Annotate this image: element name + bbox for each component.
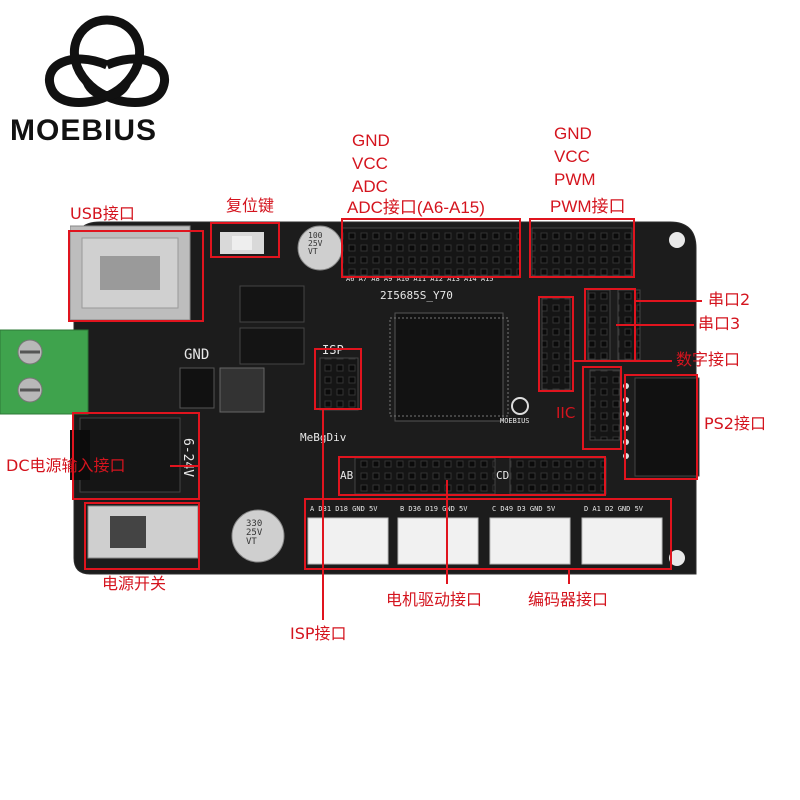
label-adc-port: ADC接口(A6-A15) (347, 198, 485, 217)
label-power-switch: 电源开关 (102, 574, 167, 593)
silk-motor-b: B D36 D19 GND 5V (400, 505, 468, 513)
label-iic: IIC (556, 404, 576, 422)
silk-motor-a: A D31 D18 GND 5V (310, 505, 378, 513)
silk-cd: CD (496, 469, 510, 482)
dc-box (72, 412, 200, 500)
silk-ab: AB (340, 469, 354, 482)
silk-cap1: 100 25V VT (308, 231, 323, 256)
silk-gnd: GND (184, 347, 210, 363)
silk-adc-pins: A6 A7 A8 A9 A10 A11 A12 A13 A14 A15 (346, 275, 494, 283)
line-serial3 (616, 324, 694, 326)
label-ps2: PS2接口 (704, 414, 766, 433)
isp-box (314, 348, 362, 410)
silk-chip-text: 2I5685S_Y70 (380, 289, 453, 302)
usb-box (68, 230, 204, 322)
silk-motor-d: D A1 D2 GND 5V (584, 505, 644, 513)
label-pwm-port: PWM接口 (550, 197, 626, 216)
silk-isp: ISP (322, 343, 344, 357)
silk-moebius: MOEBIUS (500, 417, 530, 425)
motor-box (304, 498, 672, 570)
label-dc-input: DC电源输入接口 (6, 456, 126, 475)
power-switch-box (84, 502, 200, 570)
reset-box (210, 222, 280, 258)
label-motor-drive: 电机驱动接口 (386, 590, 483, 609)
brand-logo: MOEBIUS (10, 10, 188, 150)
label-reset: 复位键 (226, 196, 275, 215)
label-digital: 数字接口 (676, 350, 741, 369)
label-usb: USB接口 (70, 204, 135, 223)
ps2-box (624, 374, 698, 480)
label-serial2: 串口2 (708, 290, 751, 309)
line-motor (446, 480, 448, 584)
label-adc-adc: ADC (352, 177, 388, 196)
label-pwm-pwm: PWM (554, 170, 596, 189)
trefoil-icon (45, 15, 169, 107)
abcd-box (338, 456, 606, 496)
label-adc-vcc: VCC (352, 154, 388, 173)
line-digital (574, 360, 672, 362)
iic-box (582, 366, 622, 450)
pwm-box (529, 218, 635, 278)
board-pcb (70, 221, 700, 575)
label-serial3: 串口3 (698, 314, 741, 333)
label-adc-gnd: GND (352, 131, 390, 150)
line-dc (170, 465, 200, 467)
silk-cap2: 330 25V VT (246, 519, 263, 547)
line-serial2 (636, 300, 702, 302)
line-isp (322, 410, 324, 620)
label-encoder: 编码器接口 (528, 590, 609, 609)
brand-name: MOEBIUS (10, 114, 158, 147)
adc-box (341, 218, 521, 278)
silk-motor-c: C D49 D3 GND 5V (492, 505, 556, 513)
terminal-block (0, 329, 89, 415)
label-pwm-gnd: GND (554, 124, 592, 143)
line-encoder (568, 570, 570, 584)
digital-box (538, 296, 574, 392)
controller-board: GND ISP MeBgDiv 2I5685S_Y70 MOEBIUS A6 A… (0, 218, 700, 578)
label-pwm-vcc: VCC (554, 147, 590, 166)
label-isp: ISP接口 (290, 624, 347, 643)
